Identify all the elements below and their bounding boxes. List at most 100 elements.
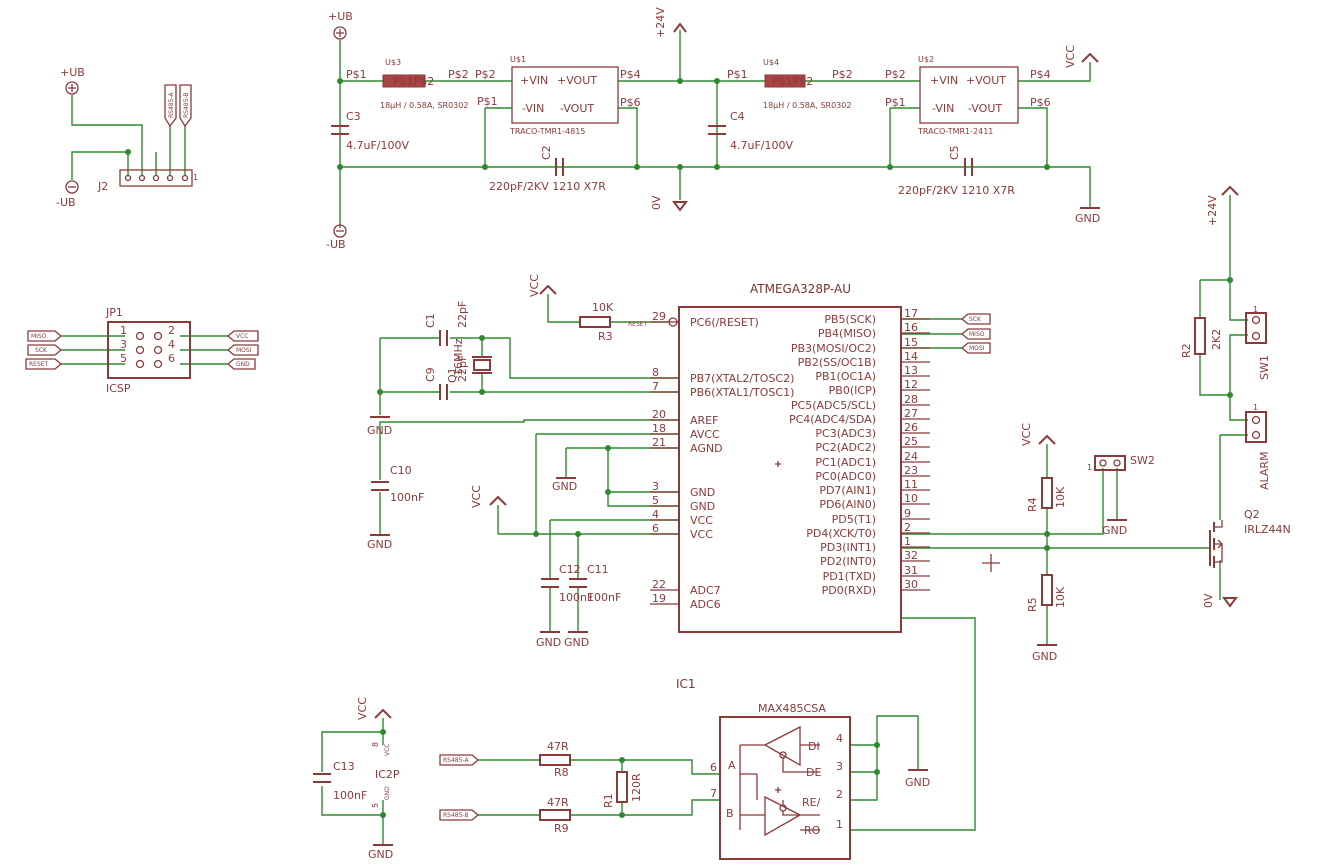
vcc-r4-label: VCC: [1020, 423, 1033, 446]
zero-v-mid-label: 0V: [650, 195, 663, 210]
mcu-right-pin-name: PC4(ADC4/SDA): [789, 413, 876, 426]
mcu-left-pin-name: PB7(XTAL2/TOSC2): [690, 372, 794, 385]
sw2-pin: 1: [1087, 463, 1092, 472]
u2-converter-box: [919, 66, 1019, 124]
u4-name: U$4: [763, 58, 779, 67]
rs485-b-in-label: RS485-B: [443, 812, 469, 819]
alarm-terminal-box: [1245, 411, 1267, 443]
j2-connector-box: [119, 169, 193, 187]
u2-part: TRACO-TMR1-2411: [917, 127, 993, 136]
u1-name: U$1: [510, 55, 526, 64]
j2-name: J2: [97, 180, 108, 193]
sw1-name: SW1: [1258, 355, 1271, 380]
max485-pin-a: A: [728, 759, 736, 772]
zero-v-right-label: 0V: [1202, 593, 1215, 608]
c4-value: 4.7uF/100V: [730, 139, 793, 152]
r3-resistor-icon: [579, 316, 611, 328]
vcc-top-arrow-icon: [1081, 52, 1099, 63]
c2-name: C2: [540, 145, 553, 160]
mcu-right-pin-name: PC0(ADC0): [815, 470, 876, 483]
plus-ub-j2-label: +UB: [60, 66, 85, 79]
gnd-max-label: GND: [905, 776, 930, 789]
sw1-terminal-box: [1245, 312, 1267, 344]
jp1-pin-3: 3: [120, 338, 127, 351]
mcu-right-pin-number: 1: [904, 535, 911, 548]
gnd-c1-label: GND: [367, 424, 392, 437]
c13-name: C13: [333, 760, 355, 773]
sw1-pin: 1: [1253, 305, 1258, 314]
max485-pin-di: DI: [808, 740, 820, 753]
mcu-left-pin-name: AGND: [690, 442, 723, 455]
c11-value: 100nF: [587, 591, 621, 604]
ic2-pin8: 8: [371, 742, 380, 747]
c4-name: C4: [730, 110, 745, 123]
mcu-right-pin-number: 28: [904, 393, 918, 406]
plus-ub-label: +UB: [328, 10, 353, 23]
r2-name: R2: [1180, 343, 1193, 358]
alarm-pin: 1: [1253, 403, 1258, 412]
jp1-sck-label: SCK: [35, 347, 48, 354]
mcu-right-pin-number: 15: [904, 336, 918, 349]
u4-value: 18µH / 0.58A, SR0302: [763, 101, 851, 110]
c9-capacitor-icon: [439, 384, 448, 400]
u3-name: U$3: [385, 58, 401, 67]
q2-value: IRLZ44N: [1244, 523, 1291, 536]
mcu-right-pin-name: PB0(ICP): [829, 384, 876, 397]
ic2-name: IC2P: [375, 768, 400, 781]
mcu-left-pin-name: AREF: [690, 414, 718, 427]
mcu-right-pin-name: PB2(SS/OC1B): [798, 356, 876, 369]
u1-converter-box: [511, 66, 619, 124]
mcu-left-pin-number: 3: [652, 480, 659, 493]
rs485-b-in-flag-icon: [439, 809, 480, 821]
q2-name: Q2: [1244, 508, 1260, 521]
vcc-top-label: VCC: [1064, 45, 1077, 68]
u1-pin-p1: P$1: [477, 95, 498, 108]
mcu-right-pin-name: PB5(SCK): [824, 313, 876, 326]
u2-vin-pos: +VIN: [930, 74, 958, 87]
sck-flag-icon: [27, 344, 63, 356]
mcu-left-pin-name: GND: [690, 486, 715, 499]
c13-capacitor-icon: [313, 773, 331, 783]
gnd-ic2-label: GND: [368, 848, 393, 861]
gnd-flag-icon: [226, 358, 256, 370]
max485-num-re: 2: [836, 788, 843, 801]
jp1-value: ICSP: [106, 382, 131, 395]
c5-value: 220pF/2KV 1210 X7R: [898, 184, 1015, 197]
plus-24v-top-label: +24V: [654, 7, 667, 38]
c11-name: C11: [587, 563, 609, 576]
max485-pin-b: B: [726, 807, 734, 820]
r3-name: R3: [598, 330, 613, 343]
junction-dots: [125, 78, 1233, 818]
r8-value: 47R: [547, 740, 569, 753]
max485-num-di: 4: [836, 732, 843, 745]
max485-pin-ro: RO: [804, 824, 821, 837]
r4-resistor-icon: [1041, 477, 1053, 509]
c10-name: C10: [390, 464, 412, 477]
mcu-body: [678, 306, 902, 633]
mcu-right-pin-number: 24: [904, 450, 918, 463]
q2-mosfet-icon: [1209, 522, 1215, 568]
max485-receiver-icon: [764, 795, 802, 837]
mcu-left-pin-number: 20: [652, 408, 666, 421]
minus-ub-j2-label: -UB: [56, 196, 76, 209]
mcu-part: ATMEGA328P-AU: [750, 282, 851, 296]
jp1-icsp-section: JP1 ICSP 1 2 3 4 5 6 MISO SCK RESET VCC …: [25, 306, 259, 395]
plus-24v-arrow-icon: [673, 22, 687, 33]
gnd-c11-label: GND: [564, 636, 589, 649]
u2-pin-p1: P$1: [885, 96, 906, 109]
u2-pin-p4: P$4: [1030, 68, 1051, 81]
jp1-header-box: [107, 321, 191, 379]
jp1-pin-5: 5: [120, 352, 127, 365]
vcc-reset-label: VCC: [528, 274, 541, 297]
mcu-left-pin-name: AVCC: [690, 428, 720, 441]
mcu-right-pin-name: PD3(INT1): [820, 541, 876, 554]
mcu-left-pin-number: 6: [652, 522, 659, 535]
c9-value: 22pF: [456, 355, 469, 382]
u1-part: TRACO-TMR1-4815: [509, 127, 585, 136]
mcu-right-pin-name: PB4(MISO): [818, 327, 876, 340]
u3-body: P$1P$2: [393, 75, 434, 88]
mcu-left-pin-number: 18: [652, 422, 666, 435]
r1-name: R1: [602, 793, 615, 808]
